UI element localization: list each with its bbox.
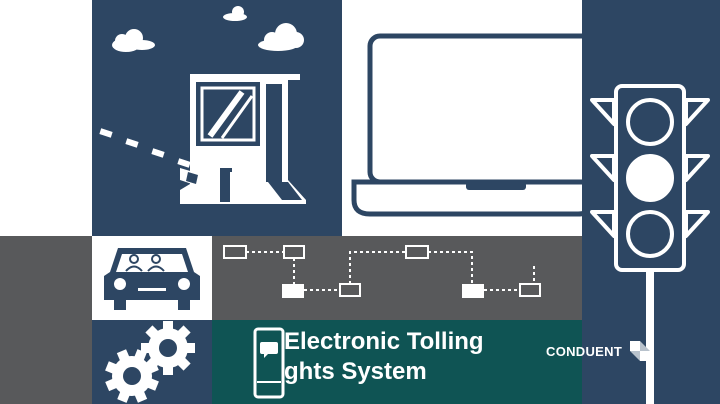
brand-name: CONDUENT	[546, 344, 623, 359]
laptop-panel	[342, 0, 582, 236]
laptop-icon	[351, 33, 582, 217]
car-icon	[104, 248, 200, 310]
traffic-light-panel	[582, 0, 720, 404]
conduent-logo-icon	[630, 341, 650, 361]
title-line-2: ghts System	[284, 358, 427, 385]
cloud-icon	[223, 6, 247, 21]
network-panel	[212, 236, 582, 320]
cloud-icon	[112, 29, 155, 52]
tollbooth-icon	[99, 74, 306, 204]
gears-panel	[92, 320, 212, 404]
phone-icon	[253, 327, 285, 399]
title-line-1: Electronic Tolling	[284, 328, 484, 355]
car-panel	[92, 236, 212, 320]
blank-panel	[0, 0, 92, 236]
cloud-icon	[258, 23, 304, 51]
title-panel: Electronic Tolling ghts System	[212, 320, 582, 404]
network-diagram-icon	[223, 245, 541, 298]
gray-panel	[0, 236, 92, 404]
tollbooth-panel	[92, 0, 342, 236]
traffic-light-icon	[590, 84, 710, 404]
gears-icon	[105, 321, 195, 403]
